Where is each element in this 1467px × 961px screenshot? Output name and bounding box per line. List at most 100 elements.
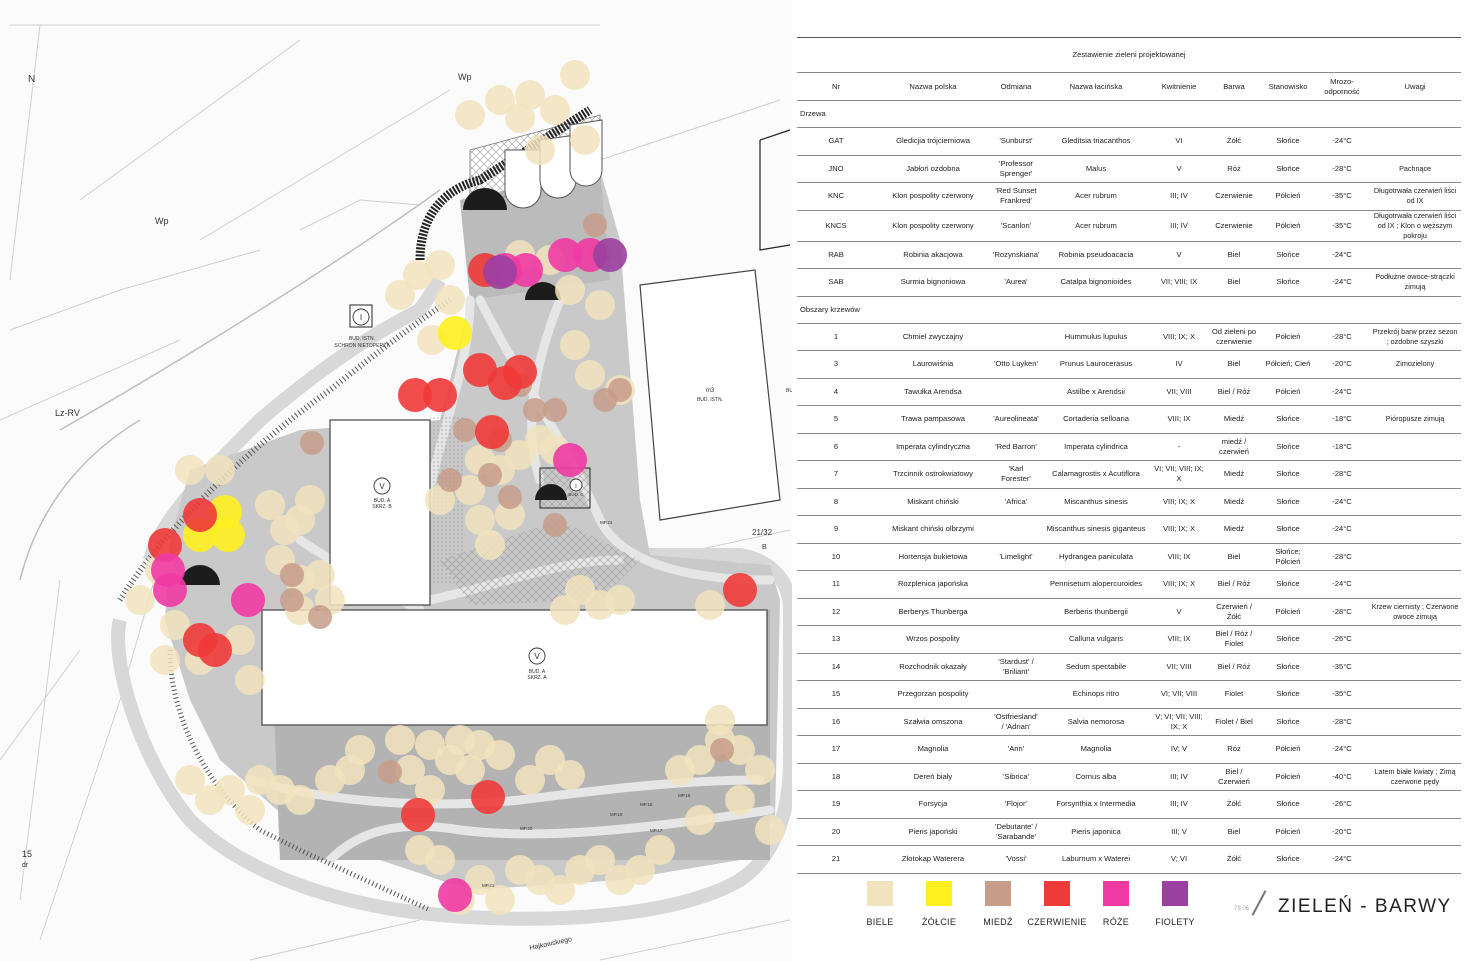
plant-biele (625, 855, 655, 885)
cell-nazwa-lacinska: Acer rubrum (1041, 182, 1151, 211)
plan-annotations: N Wp Wp Lz-RV 21/32 B 15 dr BU Hajkowski… (22, 72, 792, 952)
plant-biele (485, 885, 515, 915)
cell-kwitnienie: VIII; IX (1151, 625, 1207, 654)
annotation-wp-2: Wp (155, 216, 169, 226)
plant-fiolety (483, 255, 517, 289)
cell-stanowisko: Słońce (1261, 155, 1315, 183)
cell-barwa: Biel (1207, 241, 1261, 269)
annotation-mp24: MP.24 (600, 520, 613, 525)
plant-biele (695, 590, 725, 620)
cell-nr: 4 (797, 378, 875, 406)
cell-odmiana: 'Africa' (991, 488, 1041, 516)
plant-biele (585, 845, 615, 875)
cell-barwa: Biel / Róż / Fiolet (1207, 625, 1261, 654)
plant-biele (685, 805, 715, 835)
plant-czerwienie (183, 498, 217, 532)
building-a-b-label1: BUD. A (374, 498, 391, 504)
cell-stanowisko: Słońce (1261, 653, 1315, 681)
cell-kwitnienie: V (1151, 598, 1207, 626)
plant-biele (425, 485, 455, 515)
footer-slash (1251, 890, 1267, 916)
plant-biele (575, 360, 605, 390)
cell-nr: 14 (797, 653, 875, 681)
cell-stanowisko: Półcień (1261, 735, 1315, 764)
legend-item: BIELE (850, 881, 910, 927)
cell-odmiana: 'Rozynskiana' (991, 241, 1041, 269)
cell-nr: 10 (797, 543, 875, 571)
cell-mrozoodpornosc: -24°C (1315, 378, 1369, 406)
legend-swatch (1162, 881, 1188, 906)
cell-odmiana: 'Red Sunset Frankred' (991, 182, 1041, 211)
plant-biele (745, 755, 775, 785)
legend-item: ŻÓŁCIE (909, 881, 969, 927)
table-header-row: Nr Nazwa polska Odmiana Nazwa łacińska K… (797, 72, 1462, 101)
cell-nazwa-lacinska: Miscanthus sinesis (1041, 488, 1151, 516)
plant-biele (540, 95, 570, 125)
cell-stanowisko: Półcień (1261, 210, 1315, 242)
annotation-bu: BU (786, 388, 792, 394)
cell-uwagi (1369, 433, 1462, 461)
header-stanowisko: Stanowisko (1261, 72, 1315, 101)
cell-nazwa-polska: Klon pospolity czerwony (875, 182, 991, 211)
plant-miedz (438, 468, 462, 492)
cell-mrozoodpornosc: -35°C (1315, 210, 1369, 242)
legend-item: MIEDŹ (968, 881, 1028, 927)
cell-nr: 5 (797, 405, 875, 434)
cell-odmiana (991, 323, 1041, 351)
cell-nazwa-lacinska: Pieris japonica (1041, 818, 1151, 846)
cell-uwagi (1369, 708, 1462, 736)
cell-nr: 7 (797, 460, 875, 489)
cell-uwagi: Długotrwała czerwień liści od IX (1369, 182, 1462, 211)
plants-layer (125, 60, 785, 915)
cell-barwa: Biel / Róż (1207, 570, 1261, 599)
cell-kwitnienie: V (1151, 241, 1207, 269)
cell-nr: KNCS (797, 210, 875, 242)
cell-nr: 21 (797, 845, 875, 874)
shelter-label2: SCHRON NIETOPERZY (335, 343, 391, 349)
cell-stanowisko: Słońce (1261, 570, 1315, 599)
plant-biele (160, 610, 190, 640)
table-title: Zestawienie zieleni projektowanej (797, 37, 1462, 73)
cell-nazwa-polska: Forsycja (875, 790, 991, 819)
cell-mrozoodpornosc: -28°C (1315, 598, 1369, 626)
annotation-lz-rv: Lz-RV (55, 408, 80, 418)
cell-nazwa-lacinska: Robinia pseudoacacia (1041, 241, 1151, 269)
cell-nazwa-polska: Trawa pampasowa (875, 405, 991, 434)
cell-mrozoodpornosc: -20°C (1315, 818, 1369, 846)
header-mrozoodpornosc: Mrozo-odporność (1315, 72, 1369, 101)
plant-biele (755, 815, 785, 845)
plant-biele (385, 725, 415, 755)
cell-nr: KNC (797, 182, 875, 211)
cell-barwa: Biel / Róż (1207, 653, 1261, 681)
cell-stanowisko: Słońce (1261, 708, 1315, 736)
plant-roze (153, 573, 187, 607)
cell-mrozoodpornosc: -26°C (1315, 790, 1369, 819)
cell-uwagi (1369, 735, 1462, 764)
cell-barwa: Biel (1207, 268, 1261, 297)
cell-odmiana: 'Flojor' (991, 790, 1041, 819)
cell-barwa: Róż (1207, 735, 1261, 764)
cell-kwitnienie: VII; VIII (1151, 653, 1207, 681)
plant-biele (725, 735, 755, 765)
cell-odmiana: 'Professor Sprenger' (991, 155, 1041, 183)
plant-miedz (300, 431, 324, 455)
plant-biele (345, 735, 375, 765)
header-uwagi: Uwagi (1369, 72, 1462, 101)
cell-nazwa-polska: Rozchodnik okazały (875, 653, 991, 681)
annotation-mp21: MP.21 (482, 883, 495, 888)
outer-road (111, 276, 792, 926)
cell-odmiana: 'Ann' (991, 735, 1041, 764)
cell-odmiana: 'Otto Luyken' (991, 350, 1041, 379)
cell-nr: JNO (797, 155, 875, 183)
cell-nazwa-lacinska: Echinops ritro (1041, 680, 1151, 709)
section-label: Drzewa (797, 100, 1462, 128)
cell-kwitnienie: III; IV (1151, 210, 1207, 242)
annotation-mp16: MP.16 (678, 793, 691, 798)
cell-barwa: Róż (1207, 155, 1261, 183)
cell-nazwa-lacinska: Magnolia (1041, 735, 1151, 764)
